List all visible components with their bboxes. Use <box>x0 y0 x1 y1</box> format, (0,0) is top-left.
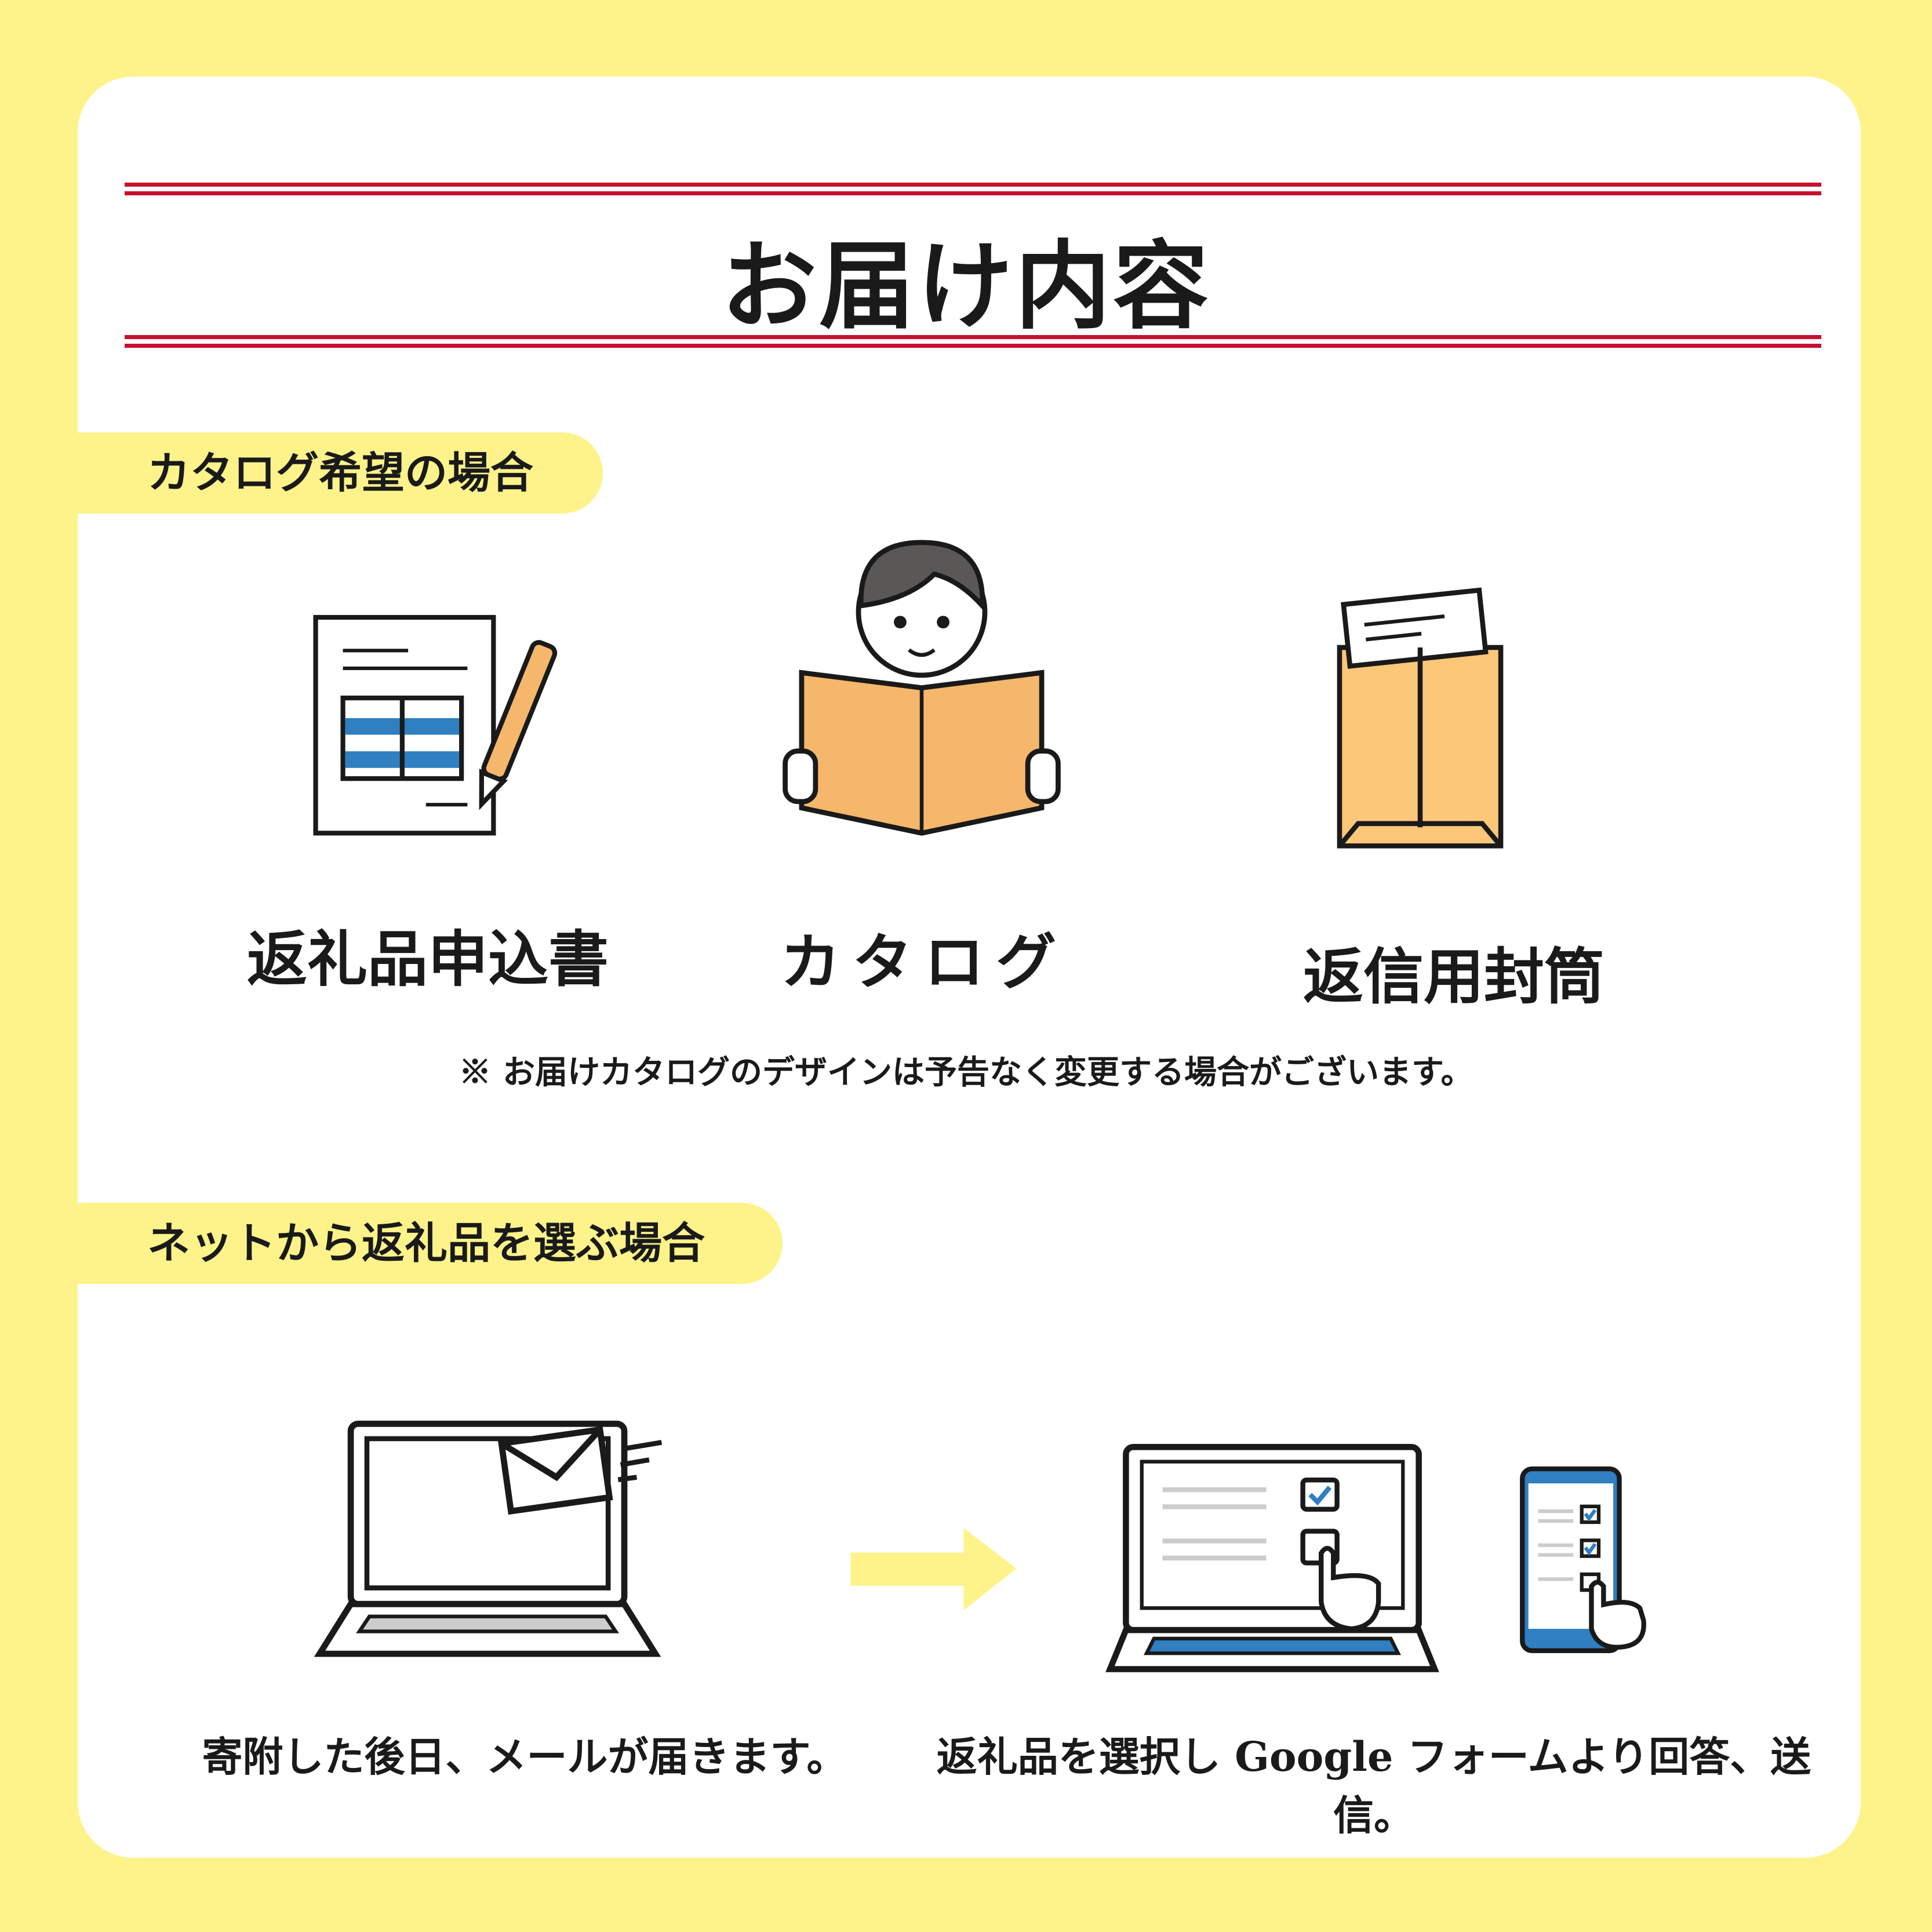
catalog-design-note: ※ お届けカタログのデザインは予告なく変更する場合がございます。 <box>459 1053 1473 1091</box>
title-rule <box>125 191 1821 195</box>
section-heading-catalog: カタログ希望の場合 <box>78 432 603 514</box>
application-form-icon <box>313 614 558 836</box>
arrow-right-icon <box>850 1528 1017 1610</box>
laptop-form-icon <box>1105 1444 1439 1672</box>
section-heading-net: ネットから返礼品を選ぶ場合 <box>78 1203 783 1284</box>
item-label: 返信用封筒 <box>1302 941 1604 1012</box>
step-text-mail: 寄附した後日、メールが届きます。 <box>202 1733 847 1781</box>
item-label: 返礼品申込書 <box>246 923 609 995</box>
title-rule <box>125 335 1821 339</box>
item-label: カタログ <box>780 926 1068 998</box>
smartphone-form-icon <box>1520 1466 1646 1653</box>
title-rule <box>125 183 1821 187</box>
page-title: お届け内容 <box>721 230 1211 342</box>
envelope-icon <box>1337 587 1504 849</box>
laptop-mail-icon <box>314 1420 663 1657</box>
reading-person-icon <box>783 540 1061 836</box>
title-rule <box>125 344 1821 348</box>
step-text-form: 返礼品を選択し Google フォームより回答、送信。 <box>936 1733 1811 1839</box>
